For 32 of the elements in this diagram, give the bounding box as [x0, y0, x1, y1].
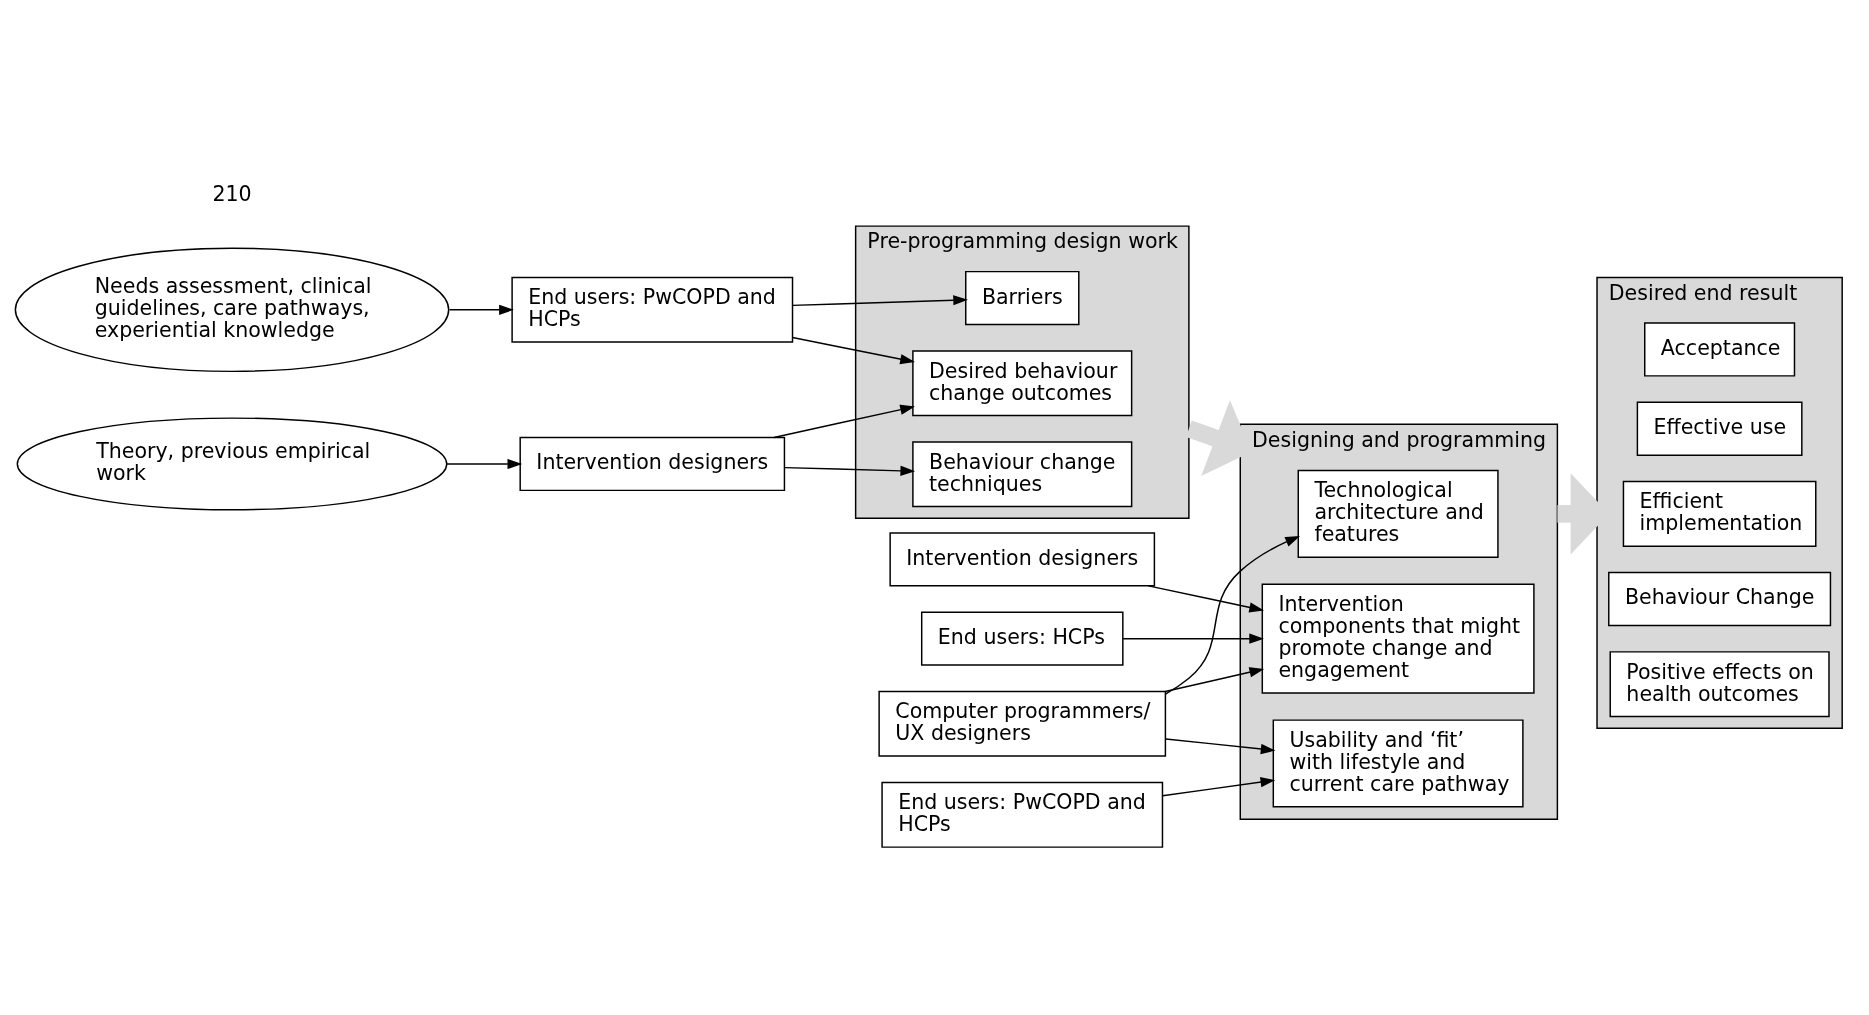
- node-ellipse: Theory, previous empirical work: [16, 416, 448, 511]
- arrow: [1122, 633, 1264, 644]
- arrow: [784, 465, 916, 476]
- node-box: Positive effects on health outcomes: [1609, 650, 1830, 717]
- arrow: [1161, 776, 1276, 796]
- node-box: Technological architecture and features: [1297, 469, 1499, 558]
- node-box: Intervention designers: [519, 436, 786, 491]
- arrow: [791, 336, 915, 364]
- arrow: [1164, 535, 1300, 695]
- node-box: Effective use: [1636, 401, 1803, 456]
- node-box: Behaviour Change: [1608, 571, 1832, 626]
- node-box: End users: HCPs: [920, 611, 1124, 666]
- arrow: [1147, 584, 1264, 612]
- node-box: Usability and ‘fit’ with lifestyle and current care pathway: [1272, 718, 1524, 807]
- node-box: Acceptance: [1644, 321, 1796, 377]
- node-ellipse: Needs assessment, clinical guidelines, care pathways, experiential knowledge: [14, 247, 450, 372]
- arrow: [773, 404, 915, 438]
- arrow: [448, 304, 514, 315]
- label: 210: [212, 181, 252, 206]
- node-box: End users: PwCOPD and HCPs: [881, 781, 1164, 848]
- node-box: Behaviour change techniques: [912, 440, 1133, 507]
- node-box: Desired behaviour change outcomes: [912, 349, 1133, 416]
- arrow: [446, 458, 523, 469]
- node-box: Intervention designers: [889, 531, 1156, 587]
- node-box: Computer programmers/ UX designers: [878, 690, 1167, 757]
- node-box: End users: PwCOPD and HCPs: [511, 276, 794, 343]
- node-box: Intervention components that might promote change and engagement: [1261, 583, 1535, 694]
- node-box: Barriers: [965, 270, 1080, 325]
- arrow: [1165, 737, 1276, 754]
- arrow: [791, 294, 968, 306]
- arrow: [1164, 666, 1265, 692]
- node-box: Efficient implementation: [1622, 480, 1817, 547]
